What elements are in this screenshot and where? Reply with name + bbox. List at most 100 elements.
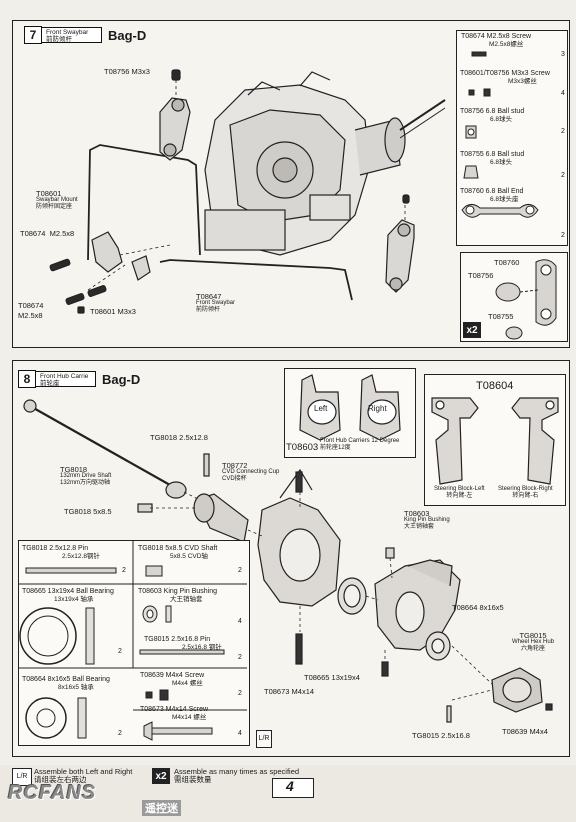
lr-icon-text: L/R [258, 735, 270, 742]
sub-t08756: T08756 [468, 271, 494, 280]
t08601-code: T08601 [36, 189, 62, 198]
legend7-row-4-qty: 2 [561, 232, 565, 239]
carriers-en: Front Hub Carriers 12 Degree [320, 438, 400, 444]
legend7-row-4-sub: 6.8球头座 [490, 196, 519, 203]
legend8-row-4-code: TG8015 2.5x16.8 Pin [144, 636, 211, 643]
kingpin-cn: 大王销轴套 [404, 524, 435, 530]
legend8-row-0: TG8018 2.5x12.8 Pin 2.5x12.8钢针 [22, 545, 100, 561]
label-t08673: T08673 M4x14 [264, 687, 315, 696]
legend8-row-5: T08664 8x16x5 Ball Bearing 8x16x5 轴承 [22, 676, 110, 692]
legend7-row-2: T08756 6.8 Ball stud 6.8球头 [460, 108, 524, 124]
label-t08674-bottom: T08674 M2.5x8 [18, 302, 43, 320]
hub-cn: 六角轮座 [521, 646, 546, 652]
legend8-row-1: TG8018 5x8.5 CVD Shaft 5x8.5 CVD轴 [138, 545, 217, 561]
step7-number: 7 [24, 26, 42, 44]
legend8-row-3: T08603 King Pin Bushing 大王销轴套 [138, 588, 217, 604]
legend7-row-2-code: T08756 6.8 Ball stud [460, 108, 525, 115]
legend8-row-6-qty: 2 [238, 690, 242, 697]
steering-right-cn: 转向臂-右 [512, 493, 539, 499]
carrier-right-label: Right [368, 404, 387, 413]
steering-right-caption: Steering Block-Right 转向臂-右 [498, 486, 553, 500]
lr-icon: L/R [256, 730, 272, 748]
steering-left-caption: Steering Block-Left 转向臂-左 [434, 486, 485, 500]
steering-left-en: Steering Block-Left [434, 486, 485, 492]
swaybar-mount-cn: 防倾杆固定座 [36, 204, 73, 210]
legend8-row-1-qty: 2 [238, 567, 242, 574]
footer-left-note: Assemble both Left and Right 请组装左右两边 [34, 768, 132, 784]
kingpin-en: King Pin Bushing [404, 517, 450, 523]
sub-t08760: T08760 [494, 258, 520, 267]
legend8-row-4-qty: 2 [238, 654, 242, 661]
legend8-row-0-code: TG8018 2.5x12.8 Pin [22, 545, 89, 552]
step7-name-en: Front Swaybar [46, 29, 89, 36]
label-t08756: T08756 M3x3 [104, 67, 150, 76]
legend7-row-3-code: T08755 6.8 Ball stud [460, 151, 525, 158]
step7-name-cn: 前防倾杆 [46, 36, 72, 43]
step8-name-cn: 前轮座 [40, 380, 60, 387]
label-t08647: T08647 Front Swaybar 前防倾杆 [196, 293, 235, 314]
legend7-row-4: T08760 6.8 Ball End 6.8球头座 [460, 188, 523, 204]
legend8-row-2-qty: 2 [118, 648, 122, 655]
legend8-row-2: T08665 13x19x4 Ball Bearing 13x19x4 轴承 [22, 588, 114, 604]
legend7-row-1: T08601/T08756 M3x3 Screw M3x3螺丝 [460, 70, 550, 86]
legend8-row-5-sub: 8x16x5 轴承 [58, 684, 94, 691]
page-number-tab [272, 778, 314, 798]
legend8-row-5-qty: 2 [118, 730, 122, 737]
sub-t08755: T08755 [488, 312, 514, 321]
legend8-row-3-sub: 大王销轴套 [170, 596, 203, 603]
t08772-code: T08772 [222, 461, 248, 470]
step8-parts-legend [18, 540, 250, 746]
tg8015-code: TG8015 [519, 631, 547, 640]
label-tg8018-5x85: TG8018 5x8.5 [64, 507, 112, 516]
label-tg8015-pin: TG8015 2.5x16.8 [412, 731, 470, 740]
label-tg8018-pin: TG8018 2.5x12.8 [150, 433, 208, 442]
label-tg8015-hub: TG8015 Wheel Hex Hub 六角轮座 [512, 632, 554, 653]
legend7-row-3-qty: 2 [561, 172, 565, 179]
steering-right-en: Steering Block-Right [498, 486, 553, 492]
front-swaybar-en: Front Swaybar [196, 300, 236, 306]
legend7-row-2-qty: 2 [561, 128, 565, 135]
carriers-cn: 前轮座12度 [320, 445, 351, 451]
carriers-caption: Front Hub Carriers 12 Degree 前轮座12度 [320, 438, 399, 452]
step8-name-en: Front Hub Carrie [40, 373, 89, 380]
footer-lr-icon-text: L/R [16, 773, 28, 780]
step7-name: Front Swaybar 前防倾杆 [42, 27, 102, 43]
legend8-row-2-sub: 13x19x4 轴承 [54, 596, 94, 603]
carrier-left-label: Left [314, 404, 328, 413]
drive-shaft-cn: 132mm万向驱动轴 [60, 480, 111, 486]
legend8-row-7: T08673 M4x14 Screw M4x14 螺丝 [140, 706, 208, 722]
step8-bag: Bag-D [102, 371, 141, 387]
t08604-title: T08604 [476, 380, 514, 392]
drive-shaft-en: 132mm Drive Shaft [60, 473, 112, 479]
swaybar-mount-en: Swaybar Mount [36, 197, 78, 203]
cvd-cup-en: CVD Connecting Cup [222, 469, 280, 475]
legend7-row-0-sub: M2.5x8螺丝 [489, 41, 524, 48]
legend8-row-3-qty: 4 [238, 618, 242, 625]
legend8-row-6-code: T08639 M4x4 Screw [140, 672, 205, 679]
legend8-row-7-code: T08673 M4x14 Screw [140, 706, 209, 713]
label-t08664: T08664 8x16x5 [452, 603, 504, 612]
legend8-row-6: T08639 M4x4 Screw M4x4 螺丝 [140, 672, 204, 688]
step7-header: 7 Front Swaybar 前防倾杆 Bag-D [24, 26, 146, 44]
t08674-left-size: M2.5x8 [49, 229, 75, 238]
cvd-cup-cn: CVD接杯 [222, 476, 247, 482]
t08603-title: T08603 [286, 442, 319, 453]
front-swaybar-cn: 前防倾杆 [196, 307, 221, 313]
legend7-row-1-sub: M3x3螺丝 [508, 78, 537, 85]
legend7-row-0-qty: 3 [561, 51, 565, 58]
legend8-row-7-qty: 4 [238, 730, 242, 737]
footer-lr-icon: L/R [12, 768, 32, 786]
legend7-row-0: T08674 M2.5x8 Screw M2.5x8螺丝 [461, 33, 531, 49]
page-number: 4 [286, 778, 294, 794]
footer-right-cn: 需组装数量 [174, 775, 212, 784]
footer-right-en: Assemble as many times as specified [174, 767, 300, 776]
label-t08674-left: T08674 M2.5x8 [20, 230, 74, 238]
legend8-row-0-sub: 2.5x12.8钢针 [62, 553, 100, 560]
watermark-logo: RCFANS [8, 782, 97, 804]
legend7-row-3: T08755 6.8 Ball stud 6.8球头 [460, 151, 524, 167]
steering-left-cn: 转向臂-左 [446, 493, 473, 499]
